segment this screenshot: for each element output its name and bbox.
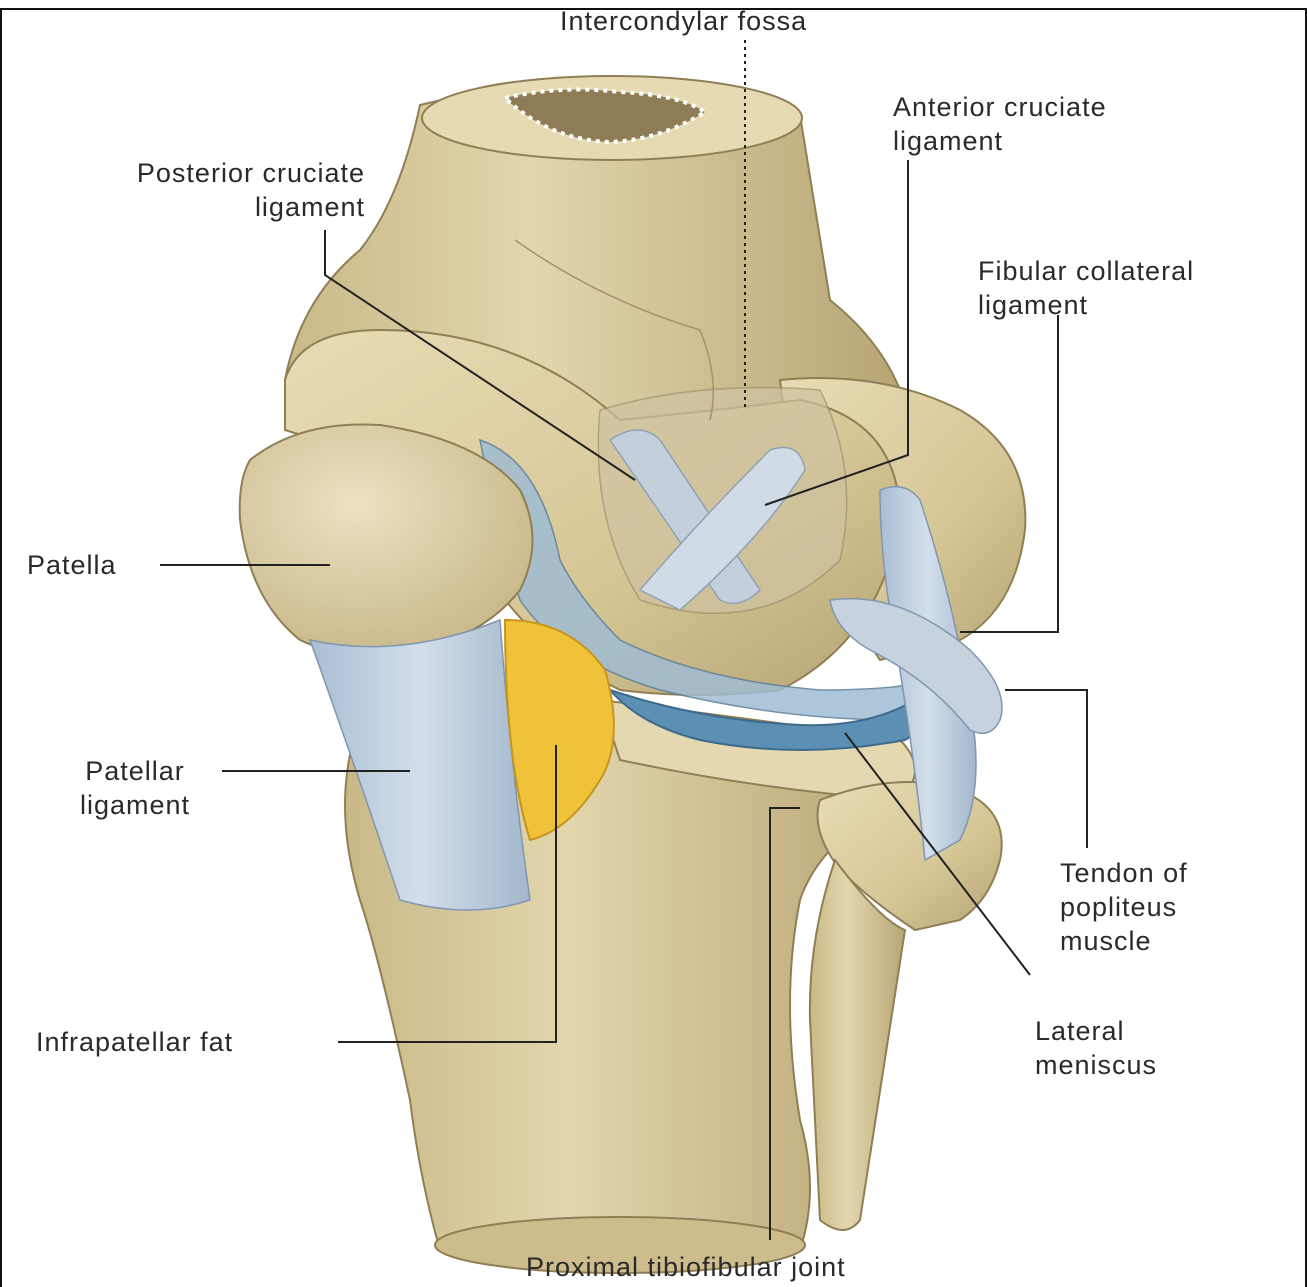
leader-tendon-popliteus (1005, 690, 1087, 848)
label-tendon-popliteus: Tendon of popliteus muscle (1060, 856, 1188, 958)
label-intercondylar-fossa: Intercondylar fossa (560, 4, 807, 38)
patellar-ligament (310, 620, 530, 910)
label-lateral-meniscus: Lateral meniscus (1035, 1014, 1157, 1082)
label-fibular-collateral-ligament: Fibular collateral ligament (978, 254, 1194, 322)
label-patella: Patella (27, 548, 117, 582)
label-proximal-tibiofibular-joint: Proximal tibiofibular joint (526, 1250, 846, 1284)
label-anterior-cruciate-ligament: Anterior cruciate ligament (893, 90, 1107, 158)
fibula-shaft (810, 860, 905, 1230)
label-infrapatellar-fat: Infrapatellar fat (36, 1025, 233, 1059)
label-posterior-cruciate-ligament: Posterior cruciate ligament (20, 156, 365, 224)
label-patellar-ligament: Patellar ligament (50, 754, 220, 822)
